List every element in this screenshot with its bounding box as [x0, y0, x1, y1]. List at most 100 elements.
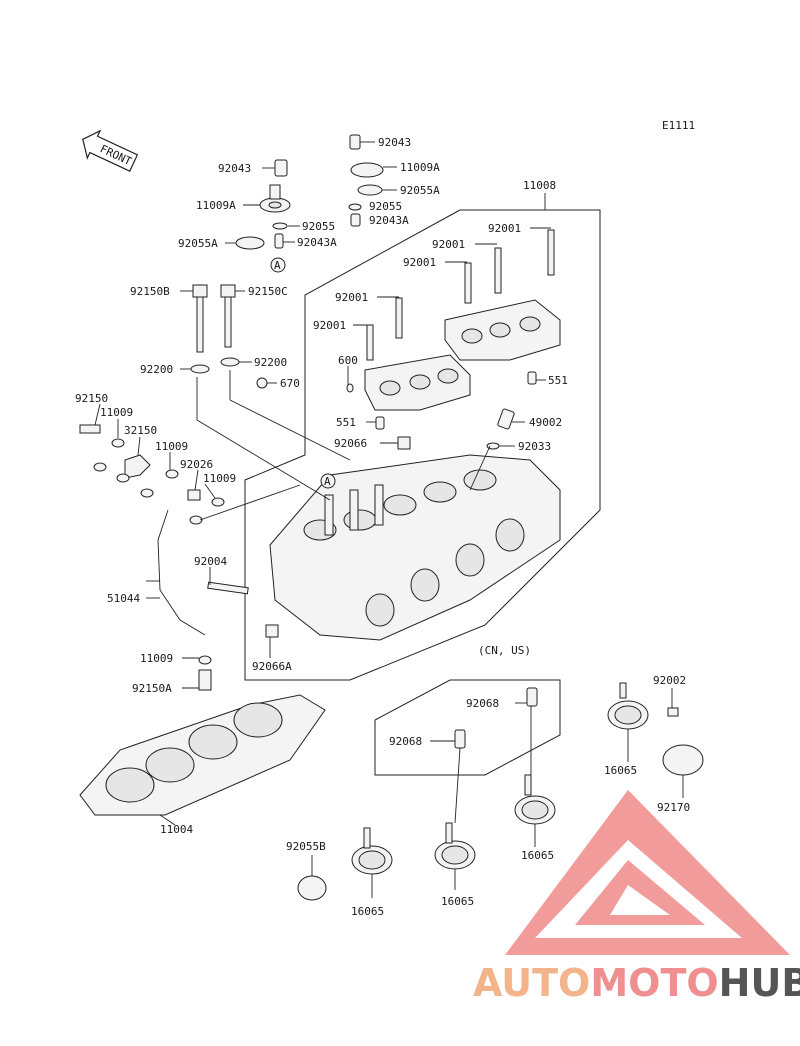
dowel-551-right [527, 371, 537, 385]
label-32150: 32150 [124, 424, 157, 437]
front-arrow-icon: FRONT [82, 129, 139, 172]
stud-92004 [207, 581, 249, 595]
label-92150C: 92150C [248, 285, 288, 298]
label-92043-left: 92043 [218, 162, 251, 175]
label-92043-right: 92043 [378, 136, 411, 149]
cylinder-head-group-frame [244, 209, 601, 681]
bolt-92150 [79, 424, 101, 434]
label-11009A-right: 11009A [400, 161, 440, 174]
label-92043A-right: 92043A [369, 214, 409, 227]
label-670: 670 [280, 377, 300, 390]
label-16065-b: 16065 [521, 849, 554, 862]
label-92055A-left: 92055A [178, 237, 218, 250]
bolt-92026 [187, 489, 201, 501]
label-92068-b: 92068 [389, 735, 422, 748]
label-92055-right: 92055 [369, 200, 402, 213]
label-92026: 92026 [180, 458, 213, 471]
label-11009-c: 11009 [203, 472, 236, 485]
label-51044: 51044 [107, 592, 140, 605]
dowel-92043A-left [274, 233, 284, 249]
seal-11009A-left [259, 184, 291, 213]
plug-600 [346, 383, 354, 393]
oring-92055B [297, 875, 327, 901]
label-551-right: 551 [548, 374, 568, 387]
washer-11009-a [111, 438, 125, 448]
banjo-32150 [124, 454, 151, 479]
dowel-92043A-right [350, 213, 361, 227]
washer-11009-d [198, 655, 212, 665]
holder-16065-a [607, 682, 649, 730]
screw-92002 [667, 707, 679, 717]
label-92200-left: 92200 [140, 363, 173, 376]
label-16065-d: 16065 [351, 905, 384, 918]
washer-11009-a2 [93, 462, 107, 472]
holder-16065-c [434, 822, 476, 870]
oring-92055A-left [235, 236, 265, 250]
diagram-code: E1111 [662, 119, 695, 132]
nut-92066A [265, 624, 279, 638]
holder-16065-d [351, 827, 393, 875]
cn-us-group-frame [374, 679, 561, 776]
callout-a-head: A [324, 475, 331, 488]
oring-92055A-right [357, 184, 383, 196]
label-92170: 92170 [657, 801, 690, 814]
callout-circle-a-head [320, 473, 336, 489]
washer-92200-left [190, 364, 210, 374]
leader-lines [94, 141, 684, 898]
label-11009-a: 11009 [100, 406, 133, 419]
label-92150: 92150 [75, 392, 108, 405]
label-49002: 49002 [529, 416, 562, 429]
washer-11009-b [140, 488, 154, 498]
sensor-49002 [497, 408, 515, 430]
oring-92055-right [348, 203, 362, 211]
label-92200-right: 92200 [254, 356, 287, 369]
label-92002: 92002 [653, 674, 686, 687]
dowel-pin-92043-right [349, 134, 361, 150]
hose-92068-b [454, 729, 466, 749]
camshaft-cap-left [364, 297, 471, 411]
label-600: 600 [338, 354, 358, 367]
washer-32150-b [116, 473, 130, 483]
bolt-92150C [220, 284, 236, 348]
label-92033: 92033 [518, 440, 551, 453]
nut-92066 [397, 436, 411, 450]
camshaft-cap-right [444, 229, 561, 361]
watermark-auto: AUTO [473, 961, 590, 1005]
label-11009-d: 11009 [140, 652, 173, 665]
region-note: (CN, US) [478, 644, 531, 657]
label-92043A-left: 92043A [297, 236, 337, 249]
dowel-pin-92043-left [274, 159, 288, 177]
washer-11009-b2 [165, 469, 179, 479]
watermark-moto: MOTO [590, 961, 718, 1005]
label-16065-a: 16065 [604, 764, 637, 777]
label-92066A: 92066A [252, 660, 292, 673]
cylinder-head [269, 454, 561, 641]
callout-a-top: A [274, 259, 281, 272]
label-92001-c: 92001 [403, 256, 436, 269]
bolt-92150B [192, 284, 208, 353]
label-92055-left: 92055 [302, 220, 335, 233]
washer-92200-right [220, 357, 240, 367]
callout-circle-a-top [270, 257, 286, 273]
label-92066: 92066 [334, 437, 367, 450]
label-92001-d: 92001 [335, 291, 368, 304]
oring-92055-left [272, 222, 288, 230]
watermark-logo [505, 790, 790, 955]
head-gasket-11004 [79, 694, 326, 816]
seal-11009A-right [350, 162, 384, 178]
label-92001-b: 92001 [432, 238, 465, 251]
label-92001-a: 92001 [488, 222, 521, 235]
clamp-92170 [662, 744, 704, 776]
holder-16065-b [514, 774, 556, 825]
label-92001-e: 92001 [313, 319, 346, 332]
label-16065-c: 16065 [441, 895, 474, 908]
label-11004: 11004 [160, 823, 193, 836]
watermark-text: AUTOMOTOHUB [473, 961, 800, 1005]
oil-pipe-51044 [157, 509, 206, 636]
label-92150A: 92150A [132, 682, 172, 695]
bolt-92150A [198, 669, 212, 691]
watermark-hub: HUB [719, 961, 800, 1005]
label-92004: 92004 [194, 555, 227, 568]
washer-11009-c [211, 497, 225, 507]
